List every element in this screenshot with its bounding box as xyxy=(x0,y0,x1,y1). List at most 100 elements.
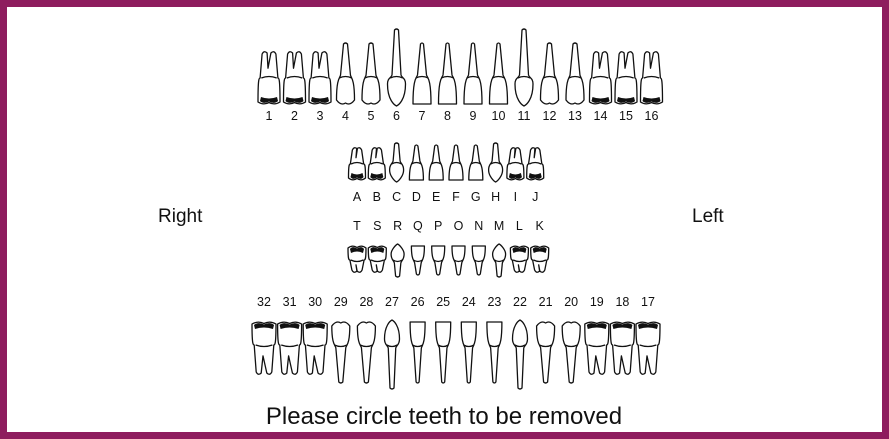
tooth-32[interactable]: 32 xyxy=(252,295,276,374)
tooth-27[interactable]: 27 xyxy=(385,295,400,389)
tooth-label: 4 xyxy=(342,109,349,123)
tooth-label: J xyxy=(532,190,538,204)
tooth-label: 6 xyxy=(393,109,400,123)
tooth-P[interactable]: P xyxy=(432,219,445,275)
tooth-outline xyxy=(487,322,502,383)
tooth-21[interactable]: 21 xyxy=(537,295,555,383)
tooth-label: 9 xyxy=(470,109,477,123)
tooth-outline xyxy=(566,43,584,104)
tooth-2[interactable]: 2 xyxy=(284,52,306,123)
instruction-text: Please circle teeth to be removed xyxy=(266,403,622,430)
tooth-label: 25 xyxy=(436,295,450,309)
tooth-24[interactable]: 24 xyxy=(461,295,476,383)
tooth-T[interactable]: T xyxy=(348,219,366,272)
tooth-K[interactable]: K xyxy=(531,219,549,272)
tooth-label: 3 xyxy=(317,109,324,123)
tooth-label: 29 xyxy=(334,295,348,309)
tooth-11[interactable]: 11 xyxy=(515,29,533,123)
tooth-7[interactable]: 7 xyxy=(413,43,431,123)
tooth-E[interactable]: E xyxy=(429,145,443,204)
tooth-17[interactable]: 17 xyxy=(636,295,660,374)
tooth-label: 32 xyxy=(257,295,271,309)
tooth-6[interactable]: 6 xyxy=(388,29,406,123)
tooth-26[interactable]: 26 xyxy=(410,295,425,383)
tooth-F[interactable]: F xyxy=(449,145,463,204)
tooth-5[interactable]: 5 xyxy=(362,43,380,123)
lower-permanent-row: 32 31 30 29 28 27 26 25 24 23222120 19 18 17 xyxy=(252,295,660,389)
tooth-20[interactable]: 20 xyxy=(562,295,580,383)
tooth-14[interactable]: 14 xyxy=(590,52,612,123)
tooth-30[interactable]: 30 xyxy=(303,295,327,374)
tooth-18[interactable]: 18 xyxy=(610,295,634,374)
tooth-label: B xyxy=(373,190,381,204)
tooth-4[interactable]: 4 xyxy=(337,43,355,123)
tooth-label: M xyxy=(494,219,504,233)
tooth-outline xyxy=(461,322,476,383)
tooth-M[interactable]: M xyxy=(493,219,506,277)
tooth-label: I xyxy=(514,190,517,204)
tooth-label: 31 xyxy=(283,295,297,309)
tooth-R[interactable]: R xyxy=(391,219,404,277)
tooth-3[interactable]: 3 xyxy=(309,52,331,123)
tooth-label: 16 xyxy=(645,109,659,123)
tooth-S[interactable]: S xyxy=(368,219,386,272)
tooth-29[interactable]: 29 xyxy=(332,295,350,383)
tooth-outline xyxy=(410,322,425,383)
tooth-label: A xyxy=(353,190,362,204)
tooth-13[interactable]: 13 xyxy=(566,43,584,123)
tooth-Q[interactable]: Q xyxy=(411,219,424,275)
tooth-8[interactable]: 8 xyxy=(439,43,457,123)
tooth-G[interactable]: G xyxy=(469,145,483,204)
tooth-outline xyxy=(585,322,609,374)
tooth-label: O xyxy=(454,219,464,233)
tooth-19[interactable]: 19 xyxy=(585,295,609,374)
tooth-I[interactable]: I xyxy=(507,148,524,204)
tooth-label: 1 xyxy=(266,109,273,123)
tooth-15[interactable]: 15 xyxy=(615,52,637,123)
tooth-label: Q xyxy=(413,219,423,233)
tooth-1[interactable]: 1 xyxy=(258,52,280,123)
tooth-label: S xyxy=(373,219,381,233)
tooth-A[interactable]: A xyxy=(349,148,366,204)
upper-permanent-row: 12345678910111213141516 xyxy=(258,29,663,123)
tooth-label: 30 xyxy=(308,295,322,309)
tooth-23[interactable]: 23 xyxy=(487,295,502,383)
tooth-31[interactable]: 31 xyxy=(278,295,302,374)
tooth-label: P xyxy=(434,219,442,233)
tooth-outline xyxy=(515,29,533,106)
tooth-label: 24 xyxy=(462,295,476,309)
tooth-outline xyxy=(278,322,302,374)
tooth-25[interactable]: 25 xyxy=(436,295,451,383)
tooth-22[interactable]: 22 xyxy=(513,295,528,389)
tooth-label: 15 xyxy=(619,109,633,123)
tooth-L[interactable]: L xyxy=(510,219,528,272)
tooth-label: 13 xyxy=(568,109,582,123)
tooth-label: 19 xyxy=(590,295,604,309)
tooth-label: 5 xyxy=(368,109,375,123)
tooth-12[interactable]: 12 xyxy=(541,43,559,123)
tooth-O[interactable]: O xyxy=(452,219,465,275)
tooth-label: 27 xyxy=(385,295,399,309)
tooth-16[interactable]: 16 xyxy=(641,52,663,123)
tooth-J[interactable]: J xyxy=(527,148,544,204)
tooth-9[interactable]: 9 xyxy=(464,43,482,123)
lower-primary-row: TSRQPONMLK xyxy=(348,219,549,277)
tooth-H[interactable]: H xyxy=(489,143,503,204)
tooth-label: E xyxy=(432,190,440,204)
left-side-label: Left xyxy=(692,206,724,227)
tooth-N[interactable]: N xyxy=(472,219,485,275)
tooth-D[interactable]: D xyxy=(409,145,423,204)
tooth-C[interactable]: C xyxy=(390,143,404,204)
tooth-label: C xyxy=(392,190,401,204)
tooth-outline xyxy=(362,43,380,104)
tooth-outline xyxy=(436,322,451,383)
tooth-10[interactable]: 10 xyxy=(490,43,508,123)
tooth-label: 17 xyxy=(641,295,655,309)
tooth-label: F xyxy=(452,190,460,204)
tooth-outline xyxy=(636,322,660,374)
tooth-outline xyxy=(252,322,276,374)
tooth-B[interactable]: B xyxy=(368,148,385,204)
tooth-outline xyxy=(610,322,634,374)
tooth-28[interactable]: 28 xyxy=(357,295,375,383)
